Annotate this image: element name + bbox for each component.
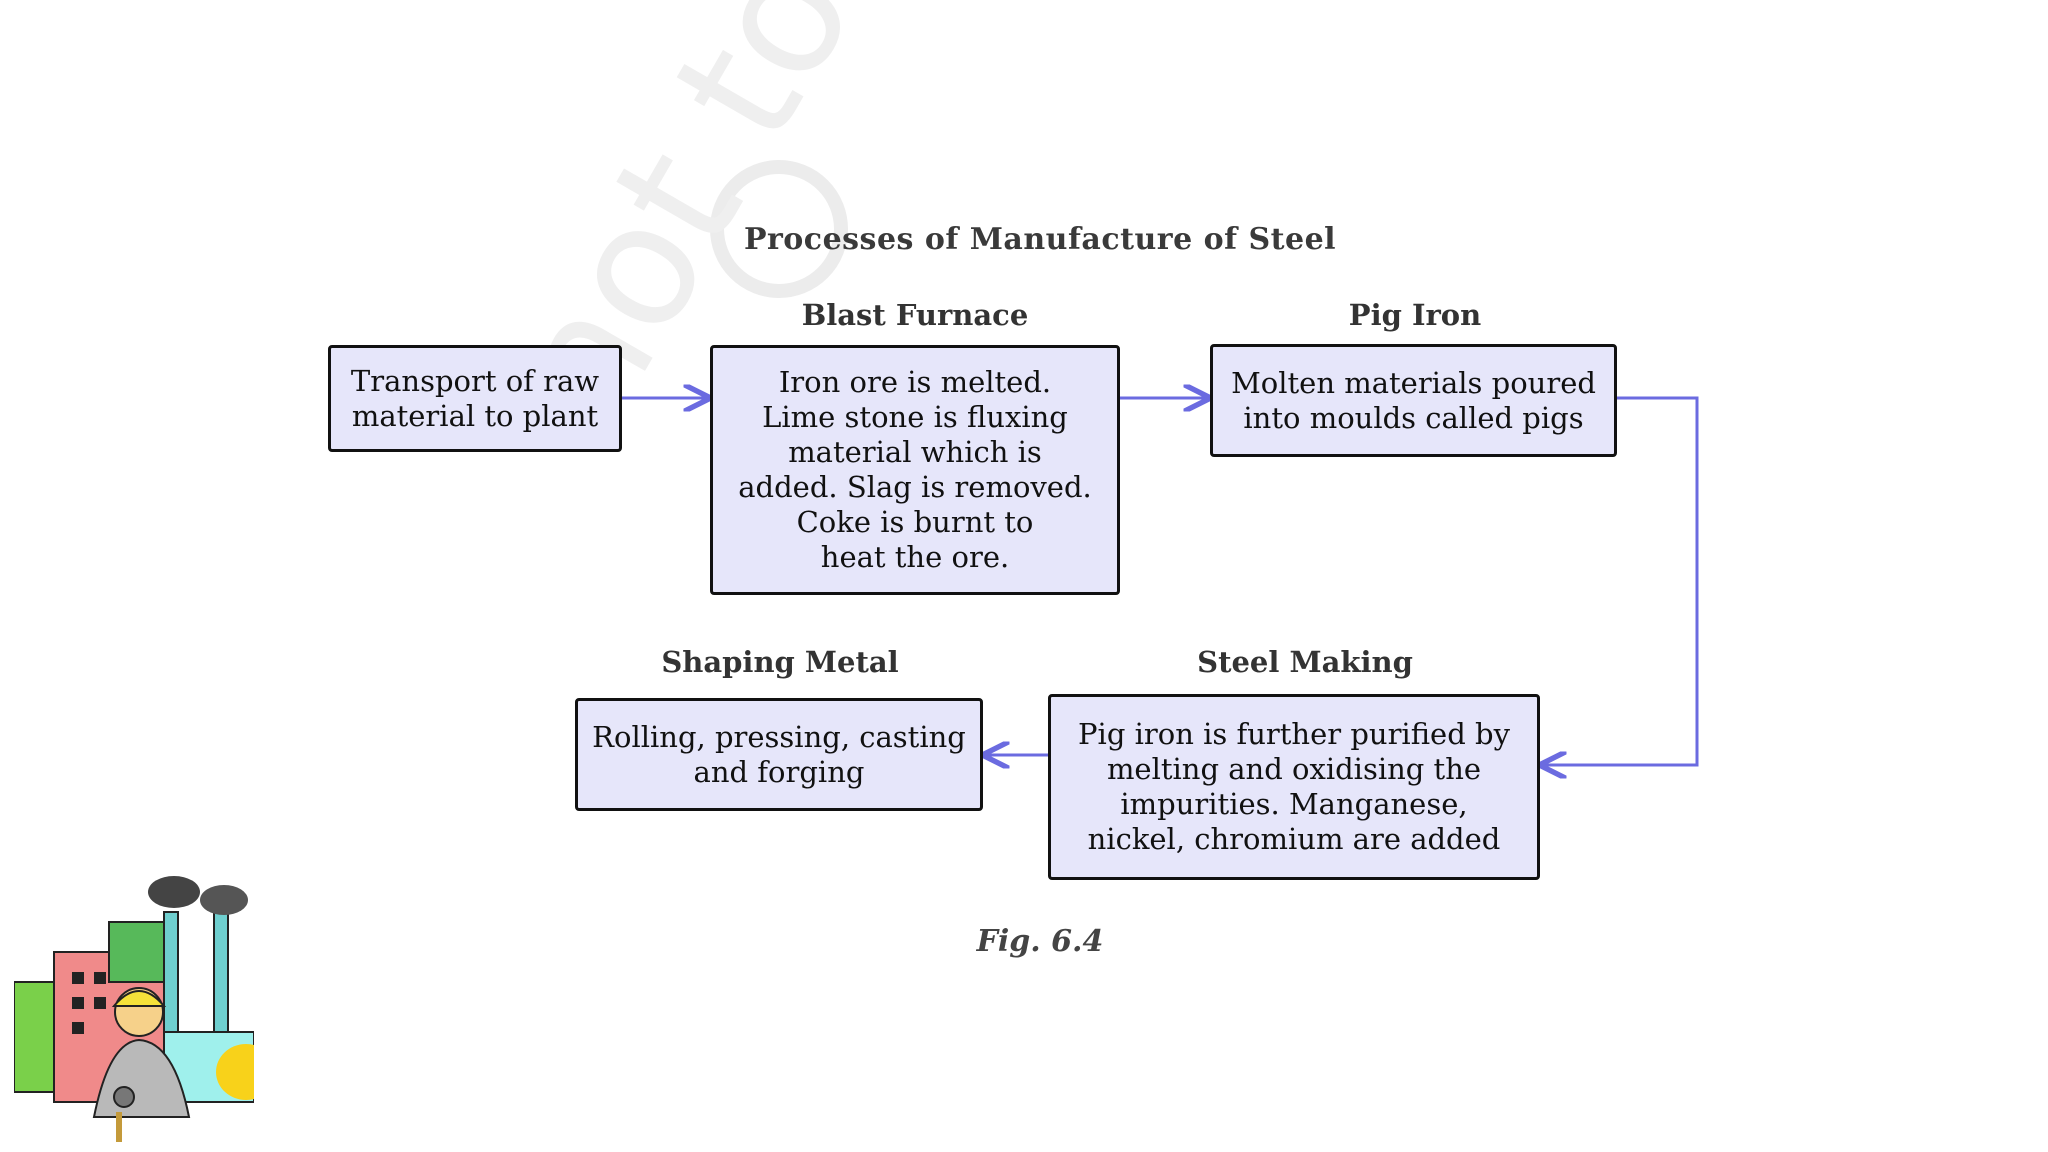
box-blast-furnace: Iron ore is melted. Lime stone is fluxin…	[710, 345, 1120, 595]
box-shaping-metal: Rolling, pressing, casting and forging	[575, 698, 983, 811]
box-transport: Transport of raw material to plant	[328, 345, 622, 452]
label-blast-furnace: Blast Furnace	[801, 298, 1029, 332]
figure-caption: Fig. 6.4	[976, 924, 1104, 959]
box-steel-making: Pig iron is further purified by melting …	[1048, 694, 1540, 880]
label-shaping-metal: Shaping Metal	[661, 645, 899, 679]
diagram-title: Processes of Manufacture of Steel	[743, 222, 1337, 257]
factory-worker-clipart-icon	[14, 876, 254, 1142]
label-steel-making: Steel Making	[1197, 645, 1413, 679]
label-pig-iron: Pig Iron	[1348, 298, 1482, 332]
arrow-pig-to-steel	[1542, 396, 1699, 765]
box-pig-iron: Molten materials poured into moulds call…	[1210, 344, 1617, 457]
